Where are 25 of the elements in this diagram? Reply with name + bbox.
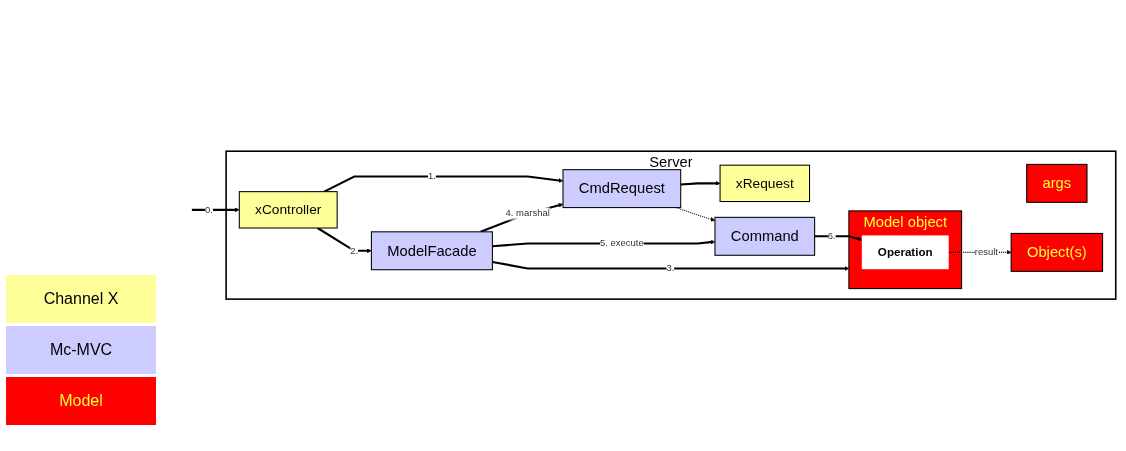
- node-box: CmdRequest: [562, 169, 682, 209]
- legend-swatch: Channel X: [6, 275, 156, 323]
- edge-label: 0.: [205, 204, 213, 216]
- edge-label: result: [974, 247, 998, 258]
- edge-label: 6.: [827, 231, 836, 242]
- edge-label: 1.: [427, 171, 436, 182]
- legend-swatch: Mc-MVC: [6, 326, 156, 374]
- node-box: args: [1026, 164, 1088, 204]
- node-box: Operation: [861, 235, 949, 270]
- node-box: xController: [238, 191, 338, 229]
- arrow: [323, 175, 564, 193]
- node-box: ModelFacade: [370, 231, 493, 271]
- edge-label: 4. marshal: [505, 208, 550, 219]
- node-box: Object(s): [1010, 233, 1104, 273]
- arrow: [814, 235, 863, 242]
- edge-label: 5. execute: [599, 238, 644, 249]
- arrow: [480, 203, 564, 234]
- node-box: Command: [714, 217, 816, 257]
- arrow: [680, 181, 721, 186]
- arrow: [316, 227, 372, 254]
- legend-swatch: Model: [6, 377, 156, 425]
- edge-label: 2.: [350, 245, 359, 257]
- edge-label: 3.: [666, 263, 675, 274]
- arrow: [191, 207, 240, 213]
- node-box: xRequest: [719, 164, 811, 203]
